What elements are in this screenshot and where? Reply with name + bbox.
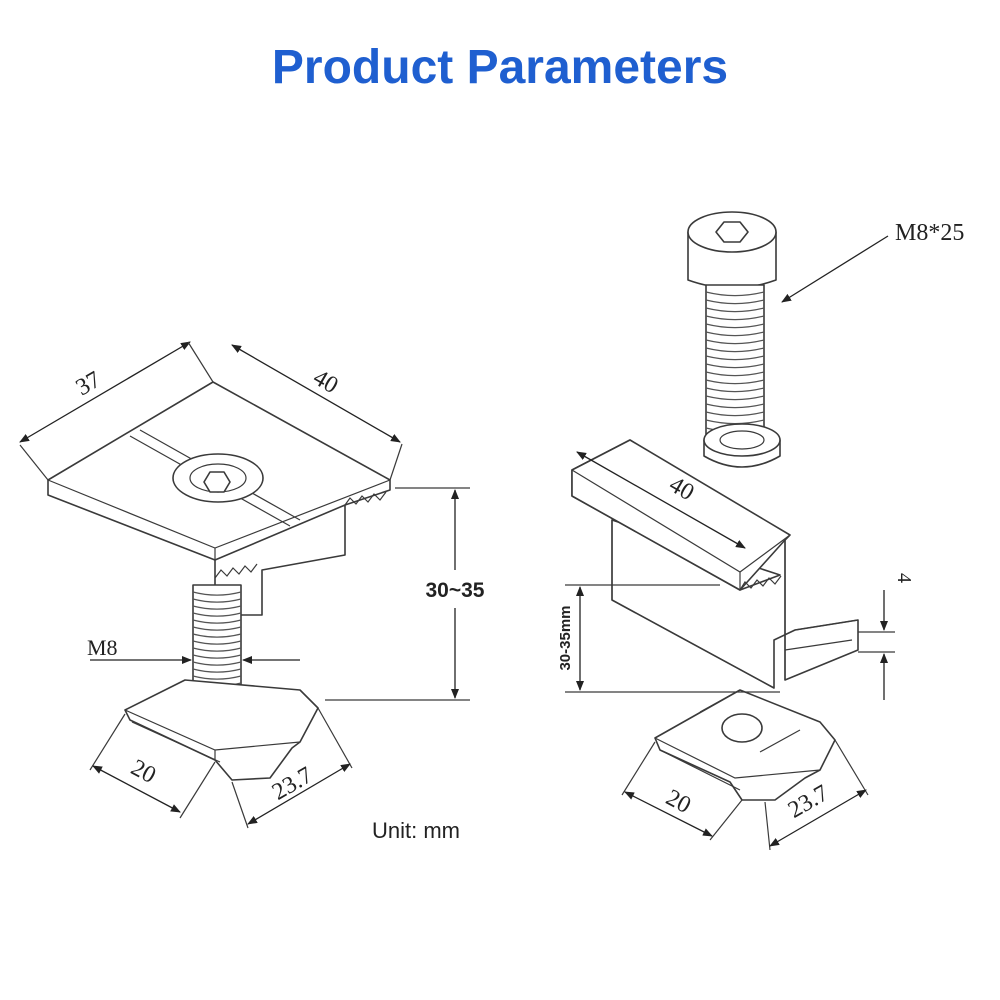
bolt-thread-line — [705, 347, 765, 353]
bolt-thread-line — [192, 612, 242, 617]
page-title: Product Parameters — [271, 41, 729, 94]
bolt-thread-line — [705, 315, 765, 321]
bolt-thread-line — [192, 675, 242, 680]
left-dim-bolt-label: M8 — [87, 635, 118, 660]
bolt-thread-line — [192, 661, 242, 666]
left-clamp-drawing — [19, 341, 505, 829]
bolt-thread-line — [705, 371, 765, 377]
bolt-thread-line — [705, 387, 765, 393]
left-dim-width-label: 40 — [309, 365, 343, 400]
bolt-thread-line — [192, 640, 242, 645]
bolt-thread-line — [705, 355, 765, 361]
right-dim-thickness-label: 4 — [893, 573, 915, 583]
bolt-thread-line — [705, 291, 765, 297]
bolt-thread-line — [705, 379, 765, 385]
bolt-thread-line — [705, 339, 765, 345]
right-t-nut — [654, 689, 836, 801]
bolt-thread-line — [705, 307, 765, 313]
bolt-thread-line — [192, 626, 242, 631]
bolt-thread-line — [192, 605, 242, 610]
bolt-thread-line — [192, 598, 242, 603]
bolt-thread-line — [192, 591, 242, 596]
bolt-thread-line — [705, 395, 765, 401]
unit-label: Unit: mm — [372, 818, 460, 843]
right-dim-bolt-label: M8*25 — [895, 220, 964, 246]
hex-socket-icon — [715, 221, 749, 243]
bolt-thread-line — [192, 619, 242, 624]
bolt-thread-line — [192, 668, 242, 673]
bolt-thread-line — [705, 299, 765, 305]
hex-socket-icon — [203, 471, 231, 493]
bolt-thread-line — [705, 323, 765, 329]
bolt-thread-line — [192, 633, 242, 638]
bolt-thread-line — [705, 411, 765, 417]
bolt-thread-line — [705, 403, 765, 409]
bolt-thread-line — [705, 331, 765, 337]
bolt-thread-line — [705, 363, 765, 369]
left-dim-height-label: 30~35 — [426, 579, 485, 602]
left-dim-length-label: 37 — [72, 367, 106, 402]
bolt-thread-line — [192, 647, 242, 652]
right-dim-height-label: 30-35mm — [557, 605, 574, 670]
left-dim-nut-width-label: 20 — [127, 755, 160, 789]
right-dim-nut-width-label: 20 — [662, 785, 695, 819]
right-bolt-shaft — [705, 284, 765, 441]
bolt-thread-line — [192, 654, 242, 659]
right-clamp-drawing — [565, 211, 895, 851]
